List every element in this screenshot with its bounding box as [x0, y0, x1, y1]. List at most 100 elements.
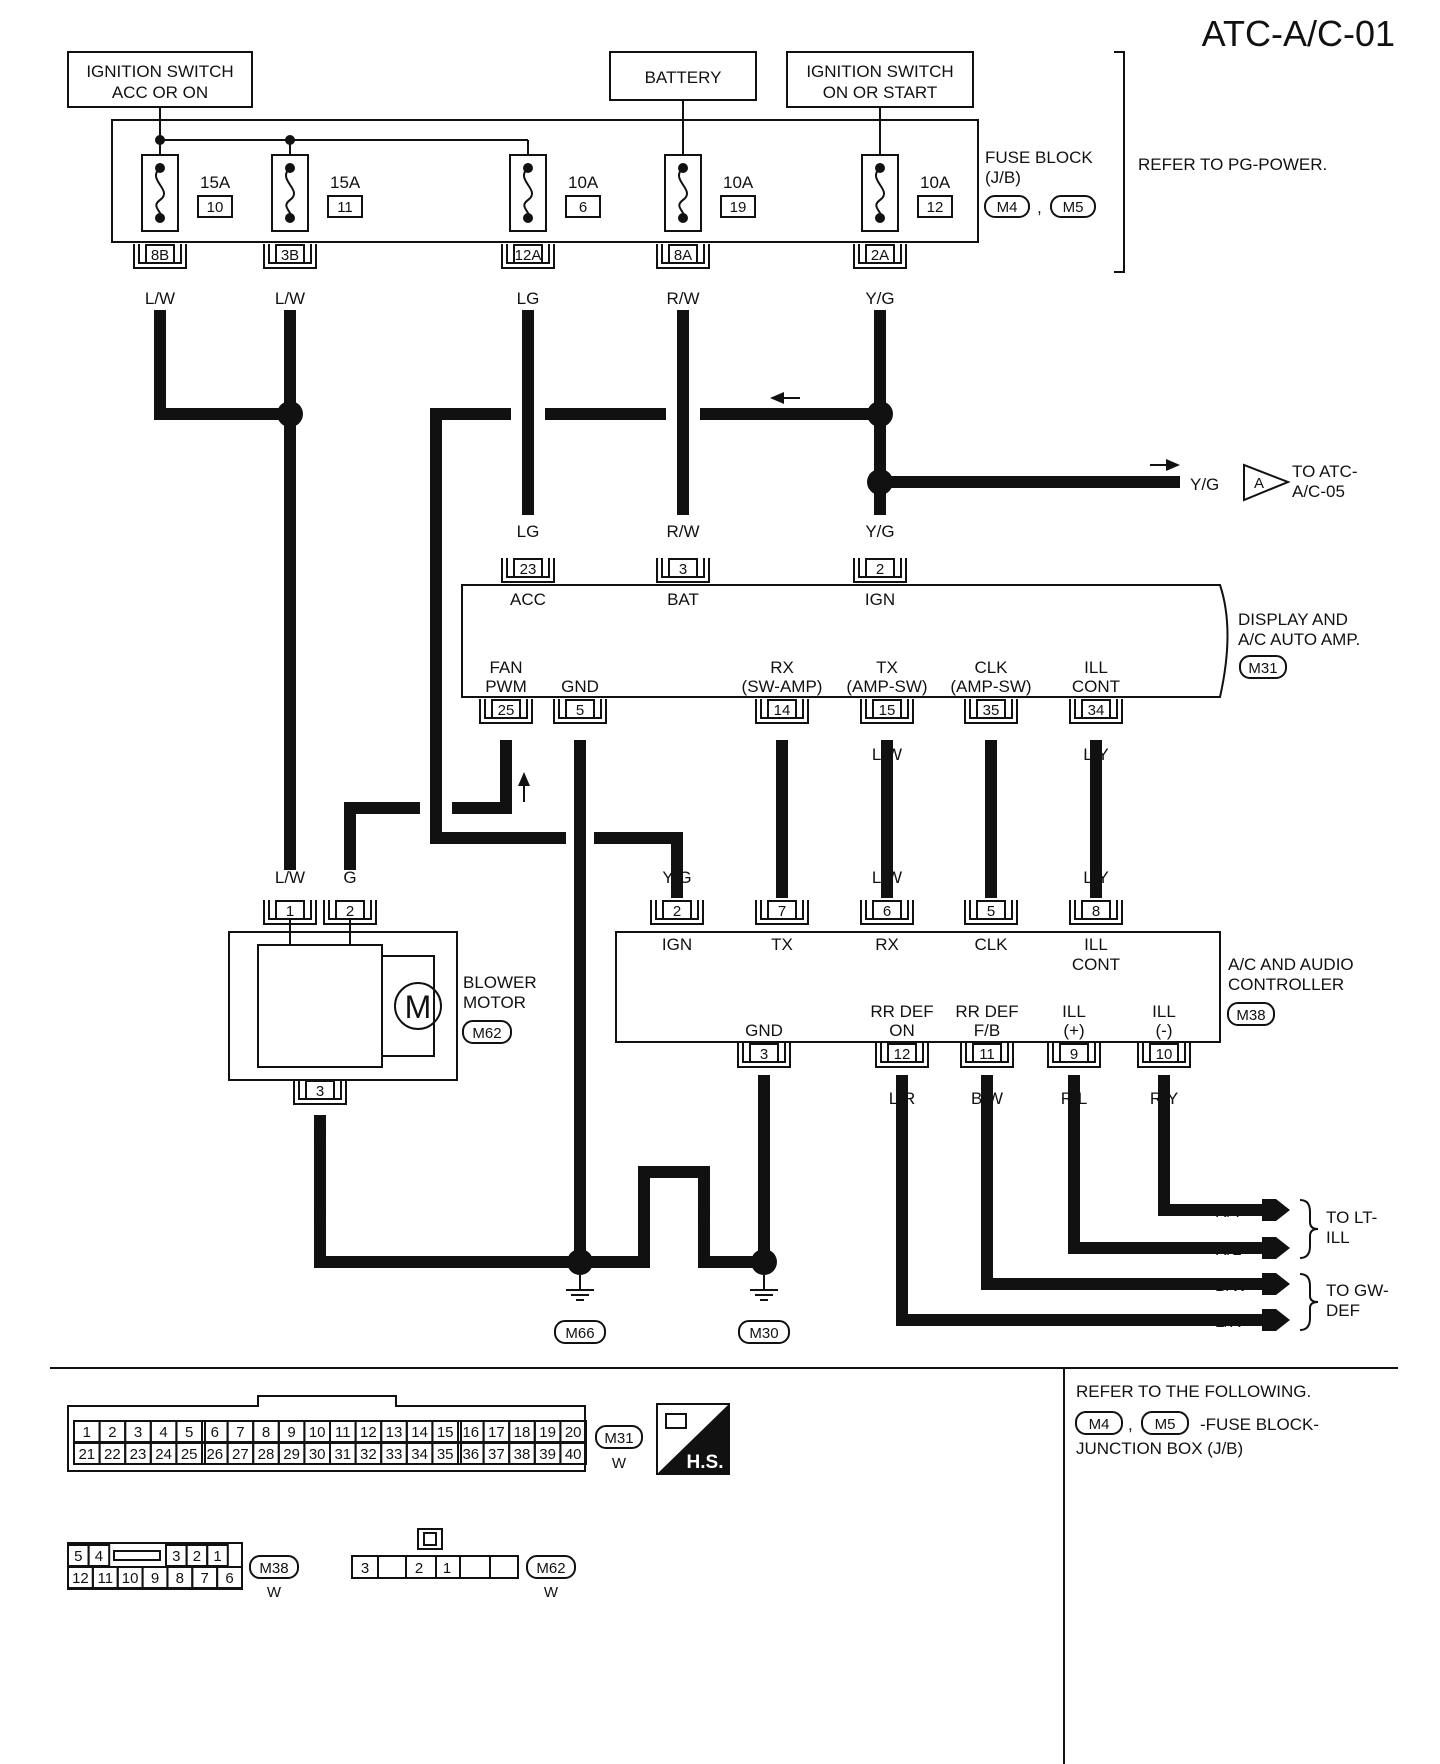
- ctrl-pin-3: 3: [737, 1043, 791, 1068]
- pin-cell: 14: [411, 1424, 428, 1441]
- pin-number: 8: [1092, 903, 1100, 920]
- svg-text:TO GW-: TO GW-: [1326, 1281, 1389, 1300]
- pin-number: 3B: [281, 247, 299, 264]
- svg-text:BATTERY: BATTERY: [645, 68, 722, 87]
- pin-label: RR DEF: [955, 1002, 1018, 1021]
- svg-text:,: ,: [1037, 198, 1042, 217]
- pin-label: CONT: [1072, 955, 1120, 974]
- pin-label: RX: [875, 935, 899, 954]
- pin-cell: 24: [155, 1446, 172, 1463]
- pin-cell: 34: [411, 1446, 428, 1463]
- svg-text:M5: M5: [1155, 1416, 1176, 1433]
- pin-cell: 11: [335, 1424, 351, 1441]
- wire-color: LG: [517, 289, 540, 308]
- pin-cell: 11: [97, 1570, 113, 1587]
- ctrl-pin-2: 2: [650, 900, 704, 925]
- pin-cell: 2: [193, 1548, 201, 1565]
- pin-number: 9: [1070, 1046, 1078, 1063]
- wire-color: R/W: [666, 289, 699, 308]
- hs-harness-icon: H.S.: [656, 1403, 730, 1475]
- wire-color: Y: [985, 868, 996, 887]
- pin-cell: 7: [236, 1424, 244, 1441]
- svg-text:B: B: [758, 1207, 769, 1226]
- offpage-connector-a: Y/G A TO ATC- A/C-05: [1190, 462, 1358, 502]
- wire-color: L/W: [145, 289, 175, 308]
- fuse-number: 10: [207, 199, 224, 216]
- wire-color: B: [314, 1125, 325, 1144]
- pin-cell: 9: [287, 1424, 295, 1441]
- wire-color: G: [343, 868, 356, 887]
- pin-cell: 38: [514, 1446, 531, 1463]
- svg-text:M66: M66: [565, 1325, 594, 1342]
- pin-cell: 2: [415, 1560, 423, 1577]
- ign-on-source: IGNITION SWITCH ON OR START: [786, 51, 974, 108]
- wire-color: G: [775, 868, 788, 887]
- pin-label: ILL: [1084, 658, 1108, 677]
- pin-label: FAN: [489, 658, 522, 677]
- pin-cell: 9: [151, 1570, 159, 1587]
- pin-number: 3: [316, 1083, 324, 1100]
- pin-number: 2: [876, 561, 884, 578]
- pin-cell: 16: [462, 1424, 479, 1441]
- svg-text:IGNITION SWITCH: IGNITION SWITCH: [806, 62, 953, 81]
- wire-color: L/Y: [1083, 868, 1109, 887]
- svg-text:B: B: [638, 1207, 649, 1226]
- pin-cell: 2: [108, 1424, 116, 1441]
- pin-cell: 18: [514, 1424, 531, 1441]
- ctrl-pin-11: 11: [960, 1043, 1014, 1068]
- amp-pin-23: 23: [501, 558, 555, 583]
- svg-text:MOTOR: MOTOR: [463, 993, 526, 1012]
- svg-text:M38: M38: [1236, 1007, 1265, 1024]
- pin-label: ON: [889, 1021, 915, 1040]
- pin-label: ILL: [1152, 1002, 1176, 1021]
- fuse-amp: 10A: [568, 173, 599, 192]
- svg-text:DISPLAY AND: DISPLAY AND: [1238, 610, 1348, 629]
- pin-label: (AMP-SW): [846, 677, 927, 696]
- fuse-number: 12: [927, 199, 944, 216]
- wire-color: L/Y: [1083, 745, 1109, 764]
- wire-color: B/W: [971, 1089, 1003, 1108]
- ctrl-pin-7: 7: [755, 900, 809, 925]
- pin-number: 8A: [674, 247, 692, 264]
- refer-note: REFER TO THE FOLLOWING. M4 , M5 -FUSE BL…: [1075, 1382, 1319, 1458]
- pin-cell: 26: [206, 1446, 223, 1463]
- ctrl-pin-12: 12: [875, 1043, 929, 1068]
- wire-color: B: [574, 745, 585, 764]
- pin-cell: 3: [134, 1424, 142, 1441]
- svg-text:ON OR START: ON OR START: [823, 83, 938, 102]
- svg-text:M62: M62: [536, 1560, 565, 1577]
- pin-cell: 21: [78, 1446, 95, 1463]
- wire-color: LG: [517, 522, 540, 541]
- amp-pin-34: 34: [1069, 699, 1123, 724]
- blower-pin-3: 3: [293, 1080, 347, 1105]
- pin-cell: 22: [104, 1446, 121, 1463]
- pin-cell: 23: [130, 1446, 147, 1463]
- pin-cell: 33: [386, 1446, 403, 1463]
- svg-text:TO ATC-: TO ATC-: [1292, 462, 1358, 481]
- wire-color: Y/G: [662, 868, 691, 887]
- blower-pin-2: 2: [323, 900, 377, 925]
- fuse-pin-8A: 8A: [656, 244, 710, 269]
- pin-cell: 31: [334, 1446, 351, 1463]
- ctrl-pin-9: 9: [1047, 1043, 1101, 1068]
- pin-number: 35: [983, 702, 1000, 719]
- pin-cell: 37: [488, 1446, 505, 1463]
- svg-text:W: W: [267, 1584, 282, 1601]
- battery-source: BATTERY: [609, 51, 757, 101]
- pin-number: 25: [498, 702, 515, 719]
- svg-text:BLOWER: BLOWER: [463, 973, 537, 992]
- pin-number: 23: [520, 561, 537, 578]
- pin-cell: 27: [232, 1446, 249, 1463]
- pin-label: ILL: [1084, 935, 1108, 954]
- svg-text:B/W: B/W: [1215, 1276, 1247, 1295]
- pin-label: IGN: [662, 935, 692, 954]
- svg-text:DEF: DEF: [1326, 1301, 1360, 1320]
- pin-number: 14: [774, 702, 791, 719]
- svg-text:CONTROLLER: CONTROLLER: [1228, 975, 1344, 994]
- fuse-pin-3B: 3B: [263, 244, 317, 269]
- fuse-pin-2A: 2A: [853, 244, 907, 269]
